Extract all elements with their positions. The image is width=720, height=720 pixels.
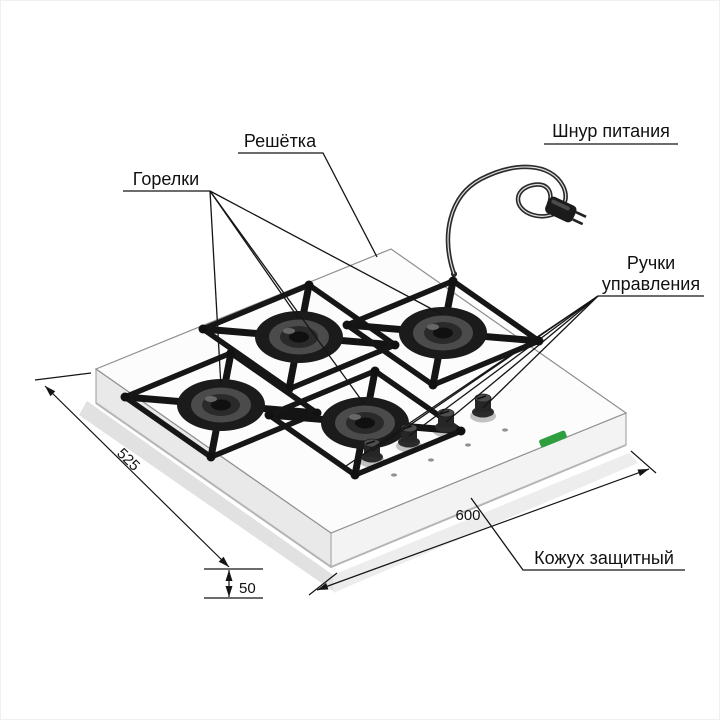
leader-knob-4: [482, 295, 599, 409]
label-power-cord: Шнур питания: [552, 121, 670, 141]
label-burners: Горелки: [133, 169, 199, 189]
power-plug-icon: [545, 196, 587, 226]
burner-icon: [321, 397, 409, 449]
dimension-depth-525: [34, 372, 230, 568]
burner-icon: [399, 307, 487, 359]
leader-grate: [238, 152, 378, 258]
dimension-value-height: 50: [239, 580, 256, 597]
label-grate: Решётка: [244, 131, 317, 151]
label-knobs-line1: Ручки: [627, 253, 675, 273]
burner-icon: [177, 379, 265, 431]
leader-burner-3: [209, 190, 222, 388]
knob-icon: [470, 393, 496, 423]
burners: [177, 307, 487, 449]
control-knobs: [359, 393, 508, 477]
leader-casing: [470, 497, 685, 571]
igniter-dots: [391, 428, 508, 477]
burner-icon: [255, 311, 343, 363]
leader-burner-2: [209, 190, 444, 316]
power-cord: [445, 164, 587, 277]
label-casing: Кожух защитный: [534, 548, 674, 568]
dimension-value-width: 600: [455, 507, 480, 524]
label-knobs-line2: управления: [602, 274, 700, 294]
drop-shadow: [79, 401, 638, 593]
leader-burner-4: [209, 190, 366, 406]
leader-knob-2: [408, 295, 599, 437]
brand-logo: [539, 430, 567, 448]
leader-knob-3: [445, 295, 599, 423]
leader-lines: [123, 143, 704, 571]
dimension-height-50: [204, 568, 263, 599]
dimension-width-600: [308, 450, 657, 596]
leader-knob-1: [371, 295, 599, 452]
